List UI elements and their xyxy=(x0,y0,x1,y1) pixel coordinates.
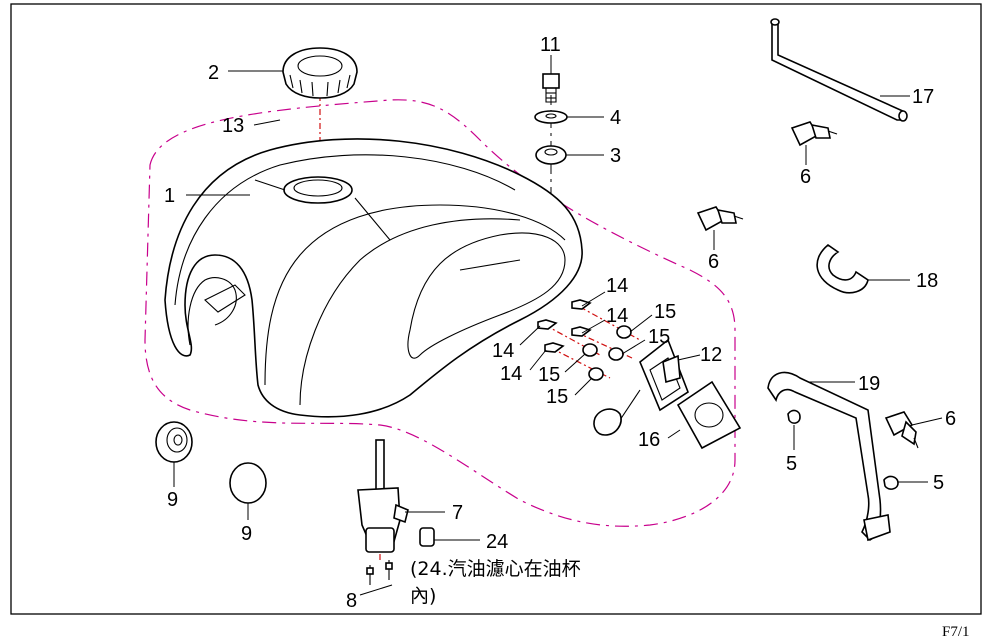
label-13: 13 xyxy=(222,115,244,137)
label-4: 4 xyxy=(610,107,621,129)
bolt-alignment-line-4 xyxy=(550,347,611,379)
hose-clip-6-middle xyxy=(696,206,744,232)
label-5-right: 5 xyxy=(933,472,944,494)
hose-18 xyxy=(816,243,869,294)
label-15-a: 15 xyxy=(654,301,676,323)
filter-note-line-1: (24.汽油濾心在油杯 xyxy=(410,558,581,580)
tank-assembly-outline xyxy=(144,99,736,527)
fuel-cap xyxy=(282,47,358,99)
hose-clip-6-top xyxy=(790,121,838,147)
label-16: 16 xyxy=(638,429,660,451)
leader-lines xyxy=(173,55,943,596)
label-18: 18 xyxy=(916,270,938,292)
label-3: 3 xyxy=(610,145,621,167)
label-2: 2 xyxy=(208,62,219,84)
label-6-right: 6 xyxy=(945,408,956,430)
screws-8 xyxy=(366,560,393,585)
label-14-d: 14 xyxy=(500,363,522,385)
label-5-left: 5 xyxy=(786,453,797,475)
label-1: 1 xyxy=(164,185,175,207)
label-6-middle: 6 xyxy=(708,251,719,273)
label-15-c: 15 xyxy=(538,364,560,386)
label-7: 7 xyxy=(452,502,463,524)
fuel-sender-unit-12 xyxy=(593,338,689,436)
label-17: 17 xyxy=(912,86,934,108)
rubber-mount-9-left xyxy=(155,421,193,463)
bolt-11 xyxy=(542,73,560,103)
filter-note-line-2: 內) xyxy=(410,585,436,607)
clamp-5-right xyxy=(883,475,899,490)
label-11: 11 xyxy=(540,34,561,56)
label-14-c: 14 xyxy=(492,340,514,362)
label-6-top: 6 xyxy=(800,166,811,188)
breather-hose-17 xyxy=(770,18,908,122)
fuel-tap-7 xyxy=(357,439,409,553)
fuel-tank xyxy=(164,138,583,418)
gasket-16 xyxy=(676,380,742,450)
fuel-hose-19 xyxy=(767,371,891,542)
label-14-a: 14 xyxy=(606,275,628,297)
label-15-d: 15 xyxy=(546,386,568,408)
label-24: 24 xyxy=(486,531,508,553)
collars-15 xyxy=(582,325,632,381)
hose-clip-6-right xyxy=(884,411,919,449)
clamp-5-left xyxy=(787,409,801,424)
label-9-right: 9 xyxy=(241,523,252,545)
bolts-14 xyxy=(537,299,592,353)
label-9-left: 9 xyxy=(167,489,178,511)
drawing-frame xyxy=(10,3,982,615)
label-15-b: 15 xyxy=(648,326,670,348)
fuel-filter-24 xyxy=(419,527,435,547)
page-number: F7/1 xyxy=(942,624,970,640)
label-8: 8 xyxy=(346,590,357,612)
label-14-b: 14 xyxy=(606,305,628,327)
label-19: 19 xyxy=(858,373,880,395)
rubber-mount-9-right xyxy=(229,462,267,504)
washer-4 xyxy=(534,110,568,124)
label-12: 12 xyxy=(700,344,722,366)
grommet-3 xyxy=(535,145,567,165)
